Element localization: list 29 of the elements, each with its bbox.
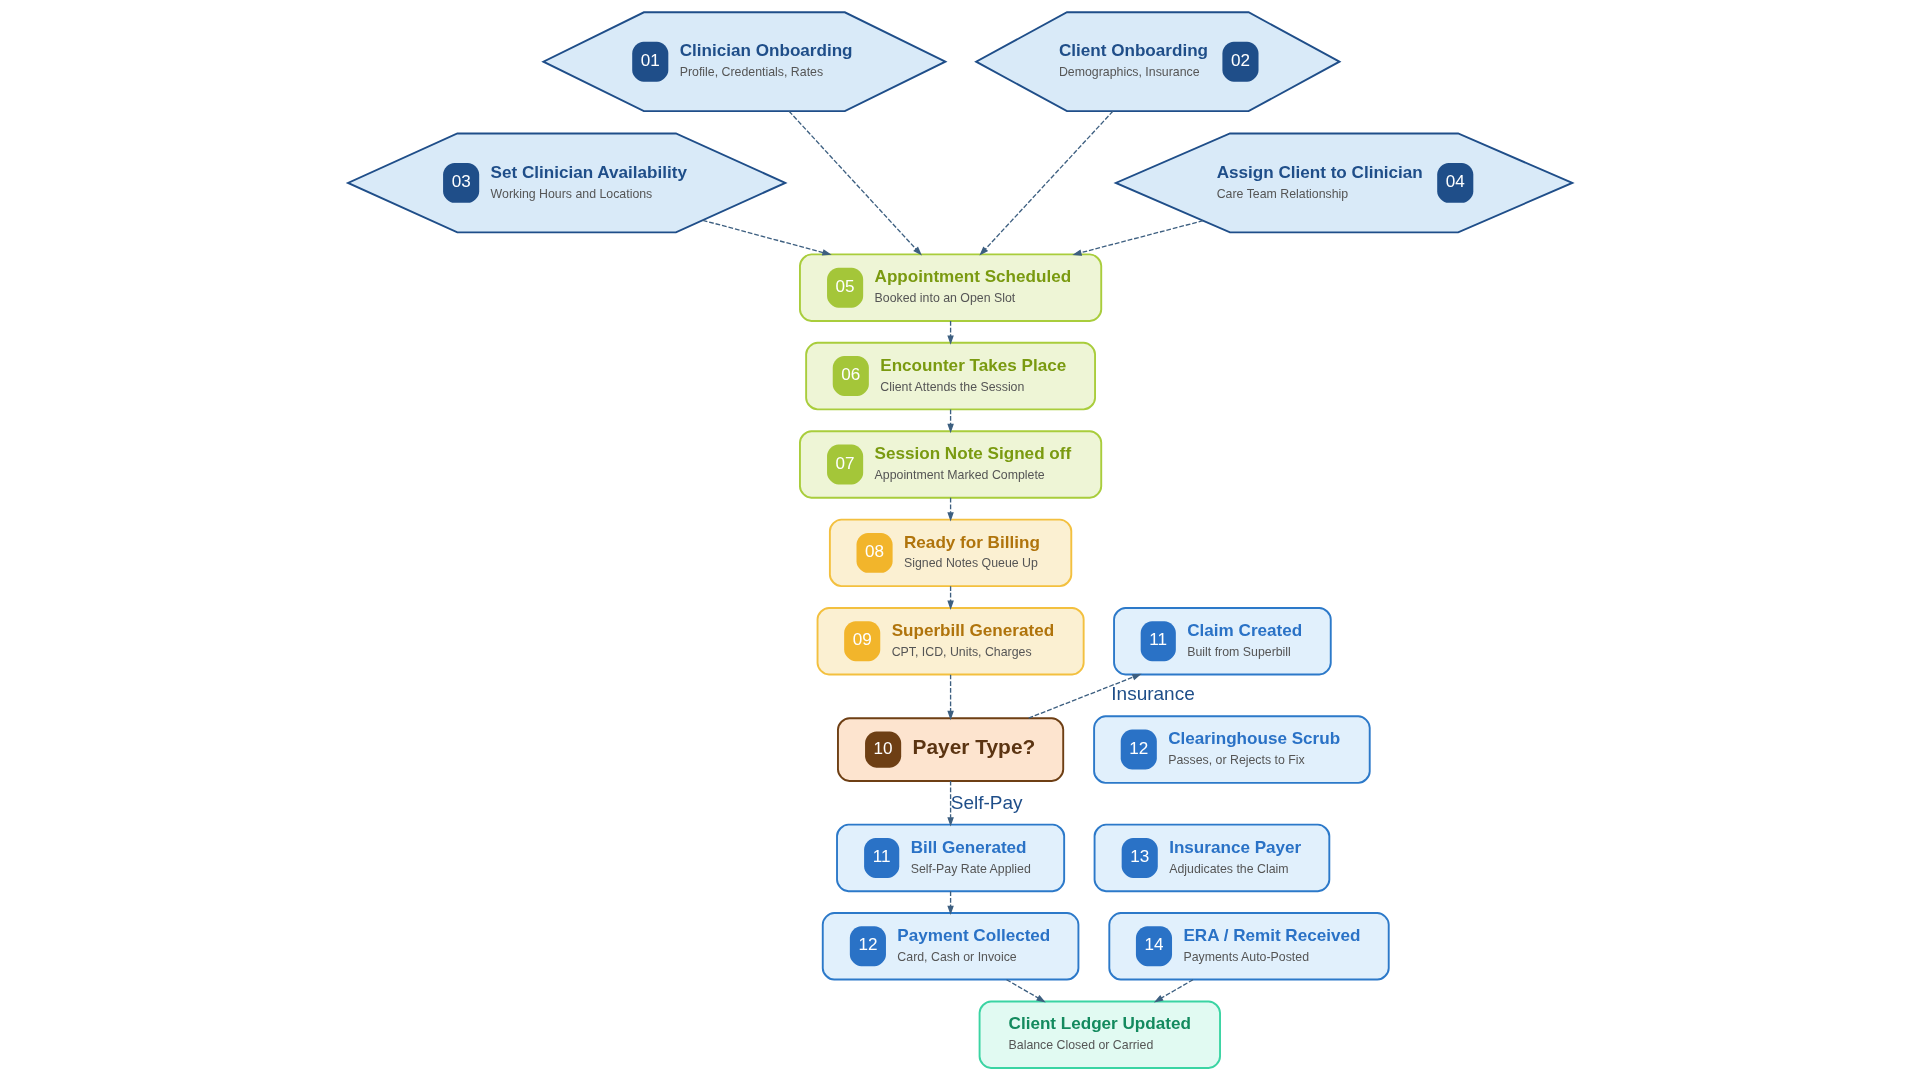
edge-label: Insurance [1111,683,1195,705]
arrow [947,497,954,522]
node-box: 07 Session Note Signed off Appointment Marked Complete [799,430,1103,499]
arrow [788,110,922,256]
node-box: 14 ERA / Remit Received Payments Auto-Posted [1108,912,1390,981]
arrow [702,219,832,256]
arrow [947,585,954,610]
arrow [1005,979,1046,1003]
arrow [947,890,954,916]
node-box: 12 Payment Collected Card, Cash or Invoice [821,912,1080,981]
node-box: 05 Appointment Scheduled Booked into an Open Slot [799,253,1103,322]
node-box: 06 Encounter Takes Place Client Attends the Session [805,341,1096,411]
arrow [947,780,954,827]
edge-label: Self-Pay [950,791,1023,813]
node-box: 11 Bill Generated Self-Pay Rate Applied [836,823,1066,893]
node-box: 11 Claim Created Built from Superbill [1113,607,1332,676]
arrow [947,320,954,345]
node-box: Client Ledger Updated Balance Closed or Carried [978,1000,1221,1069]
node-box: 08 Ready for Billing Signed Notes Queue Up [828,518,1073,588]
node-box: 13 Insurance Payer Adjudicates the Claim [1093,823,1331,893]
arrow [947,674,954,721]
arrow [979,110,1114,256]
arrow [1153,979,1194,1003]
node-box: 10 Payer Type? [837,717,1065,782]
arrow [1072,220,1204,256]
node-box: 09 Superbill Generated CPT, ICD, Units, Charges [816,607,1085,676]
arrow [1028,673,1142,719]
arrow [947,408,954,434]
node-box: 12 Clearinghouse Scrub Passes, or Rejects to Fix [1093,715,1371,784]
